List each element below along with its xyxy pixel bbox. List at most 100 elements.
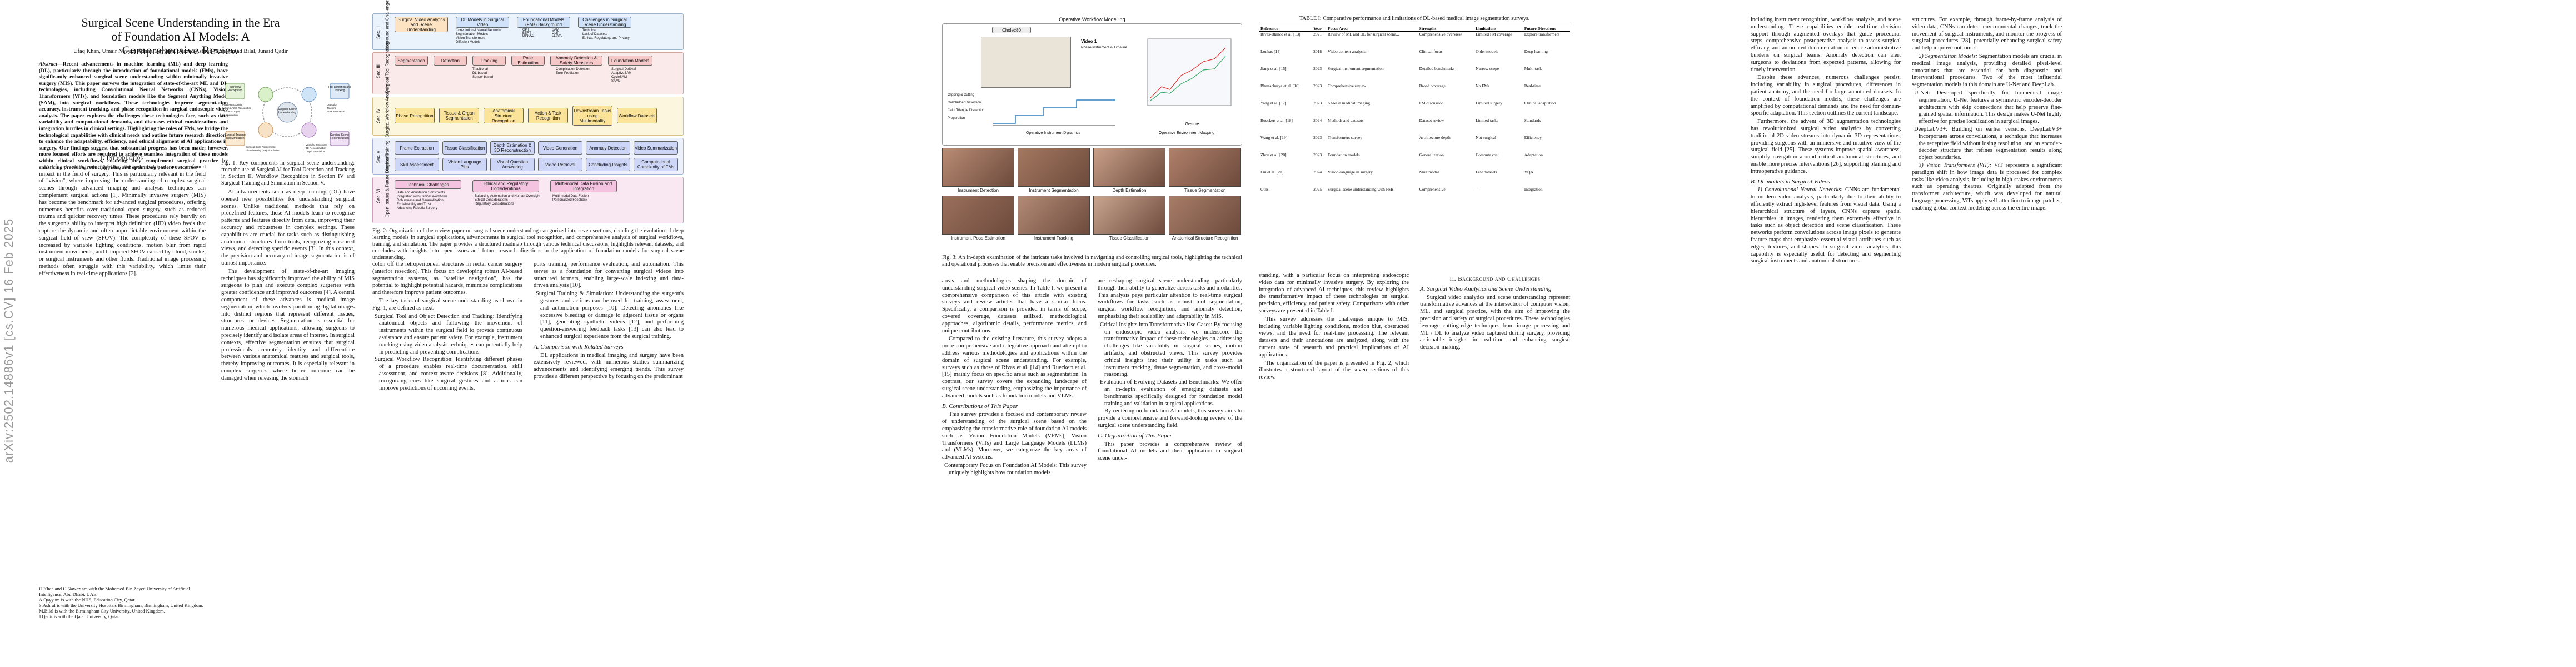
fig2-list-item: Robustness and Generalization [397, 199, 444, 202]
paragraph: This survey addresses the challenges uni… [1259, 316, 1409, 358]
abstract-text: Recent advancements in machine learning … [39, 61, 228, 171]
fig2-list-item: Ethical Considerations [475, 198, 508, 202]
fig2-list-item: Explainability and Trust [397, 203, 431, 206]
subsubsection-heading: 3) Vision Transformers (ViT): [1919, 162, 1991, 168]
table-cell: Few datasets [1476, 170, 1497, 175]
fig2-list-item: Integration with Clinical Workflows [397, 195, 447, 198]
fig3-panel-image [942, 196, 1014, 235]
fig3-panel-image [1093, 148, 1165, 187]
table-cell: 2023 [1313, 152, 1322, 157]
table-cell: Methods and datasets [1327, 118, 1364, 123]
fig2-sec4-box-6: Workflow Datasets [617, 108, 657, 123]
paragraph: 1) Convolutional Neural Networks: CNNs a… [1751, 187, 1901, 265]
paragraph: Furthermore, the advent of 3D augmentati… [1751, 118, 1901, 175]
fig2-list-item: AdaptiveSAM [611, 72, 632, 75]
table-cell: Video content analysis... [1327, 49, 1369, 54]
fig2-sec4-box-2: Tissue & Organ Segmentation [439, 108, 479, 123]
fig2-sec6-name: Open Issues & Future Directions [385, 153, 390, 218]
fig3-gesture-plot [1147, 38, 1232, 106]
fig2-sec5-box: Computational Complexity of FMs [634, 158, 678, 171]
table-cell: 2024 [1313, 170, 1322, 175]
fig1-bottom-left-list: Surgical Skills Assessment Virtual Reali… [246, 146, 285, 152]
fig3-panel-label: Anatomical Structure Recognition [1172, 236, 1238, 241]
table-cell: Clinical focus [1419, 49, 1443, 54]
table-cell: Liu et al. [21] [1260, 170, 1284, 175]
table-cell: 2023 [1313, 66, 1322, 71]
paragraph: Compared to the existing literature, thi… [942, 336, 1087, 399]
table-header-cell: Year [1312, 26, 1326, 32]
paragraph: ports training, performance evaluation, … [534, 261, 684, 289]
table-cell: Review of ML and DL for surgical scene..… [1327, 32, 1399, 37]
fig3-panel-image [1093, 196, 1165, 235]
table-cell: Generalization [1419, 152, 1444, 157]
table-cell: Rueckert et al. [18] [1260, 118, 1293, 123]
table-cell: 2023 [1313, 83, 1322, 88]
fig2-sec3-anomaly-list: Complication Detection Error Prediction [556, 68, 606, 76]
fig1-node-tool: Tool Detection and Tracking [328, 86, 351, 92]
abstract: Abstract—Recent advancements in machine … [39, 61, 228, 171]
paragraph: 3) Vision Transformers (ViT): ViT repres… [1912, 162, 2062, 212]
table-cell: Adaptation [1524, 152, 1543, 157]
table-cell: Comprehensive review... [1327, 83, 1369, 88]
intro-heading: I. Introduction [100, 155, 145, 161]
page2-column-3: standing, with a particular focus on int… [1259, 272, 1409, 382]
table-cell: Loukas [14] [1260, 49, 1281, 54]
fig2-sec2-ch-list: Technical Lack of Datasets Ethical, Regu… [582, 29, 638, 41]
fig2-sec2-box-4: Challenges in Surgical Scene Understandi… [578, 17, 631, 28]
fig1-node-training: Surgical Training and Simulation [225, 133, 246, 140]
page-2: Operative Workflow Modelling Cholec80 Vi… [859, 0, 1717, 667]
fig2-sec2-box-2: DL Models in Surgical Video [456, 17, 509, 28]
fig2-sec6-mm-list: Multi-modal Data Fusion Personalized Fee… [552, 195, 619, 202]
table-cell: Surgical scene understanding with FMs [1327, 187, 1394, 192]
page1-column-4: ports training, performance evaluation, … [534, 261, 684, 382]
subsection-heading: A. Comparison with Related Surveys [534, 343, 624, 350]
fig1-left-list: Phase Recognition Action & Task Recognit… [222, 103, 256, 117]
fig3-panel-image [1169, 196, 1241, 235]
fig3-panel-label: Instrument Detection [958, 188, 999, 193]
subsection-heading: C. Organization of This Paper [1098, 432, 1172, 439]
bullet-item: U-Net: Developed specifically for biomed… [1914, 89, 2062, 125]
table-1-caption: TABLE I: Comparative performance and lim… [1299, 16, 1530, 22]
fig2-sec5-box: Video Summarization [634, 141, 678, 155]
fig2-sec4-box-3: Anatomical Structure Recognition [484, 108, 524, 123]
paragraph: standing, with a particular focus on int… [1259, 272, 1409, 314]
paragraph: This survey provides a focused and conte… [942, 411, 1087, 461]
fig3-panel-label: Instrument Pose Estimation [951, 236, 1005, 241]
table-cell: Limited surgery [1476, 101, 1503, 106]
fig2-sec3-fm-list: Surgical-DeSAM AdaptiveSAM CycleSAM SAM2 [611, 68, 656, 83]
fig1-bottom-left-item: Virtual Reality (VR) Simulation [246, 149, 280, 152]
bullet-item: Surgical Workflow Recognition: Identifyi… [375, 356, 522, 391]
fig1-node-reconstruction: Surgical Scene Reconstruction [330, 133, 349, 140]
bullet-item: Surgical Training & Simulation: Understa… [536, 291, 684, 340]
table-cell: Comprehensive overview [1419, 32, 1462, 37]
paragraph: Surgical video analytics and scene under… [1420, 294, 1570, 351]
table-cell: Integration [1524, 187, 1543, 192]
fig2-sec4-name: Surgical Workflow Analysis [385, 84, 390, 138]
fig2-list-item: Convolutional Neural Networks [456, 29, 502, 32]
table-cell: Not surgical [1476, 135, 1496, 140]
footnotes: U.Khan and U.Nawaz are with the Mohamed … [39, 586, 203, 619]
table-cell: Narrow scope [1476, 66, 1499, 71]
fig2-list-item: Complication Detection [556, 68, 590, 71]
bullet-item: Contemporary Focus on Foundation AI Mode… [944, 462, 1087, 476]
fig2-list-item: CLIP [552, 31, 560, 35]
fig2-sec5-box: Video Retrieval [538, 158, 582, 171]
fig2-sec5-box: Video Generation [538, 141, 582, 155]
fig3-top-title: Operative Workflow Modelling [1059, 17, 1125, 22]
fig3-video-sub: Phase/Instrument & Timeline [1081, 46, 1128, 49]
subsubsection-heading: 1) Convolutional Neural Networks: [1757, 187, 1843, 193]
table-cell: Older models [1476, 49, 1498, 54]
intro-paragraph: Artificial intelligence (AI) has the pot… [39, 163, 206, 277]
table-cell: Limited tasks [1476, 118, 1498, 123]
fig3-panel-label: Tissue Classification [1109, 236, 1150, 241]
fig2-sec3-tracking-list: Traditional DL-based Sensor based [472, 68, 511, 79]
paragraph: This paper provides a comprehensive revi… [1098, 441, 1242, 462]
paragraph-text: CNNs are fundamental to modern video ana… [1751, 187, 1901, 265]
paragraph: DL applications in medical imaging and s… [534, 352, 684, 380]
fig1-right-item: Detection [327, 103, 338, 106]
table-cell: VQA [1524, 170, 1533, 175]
